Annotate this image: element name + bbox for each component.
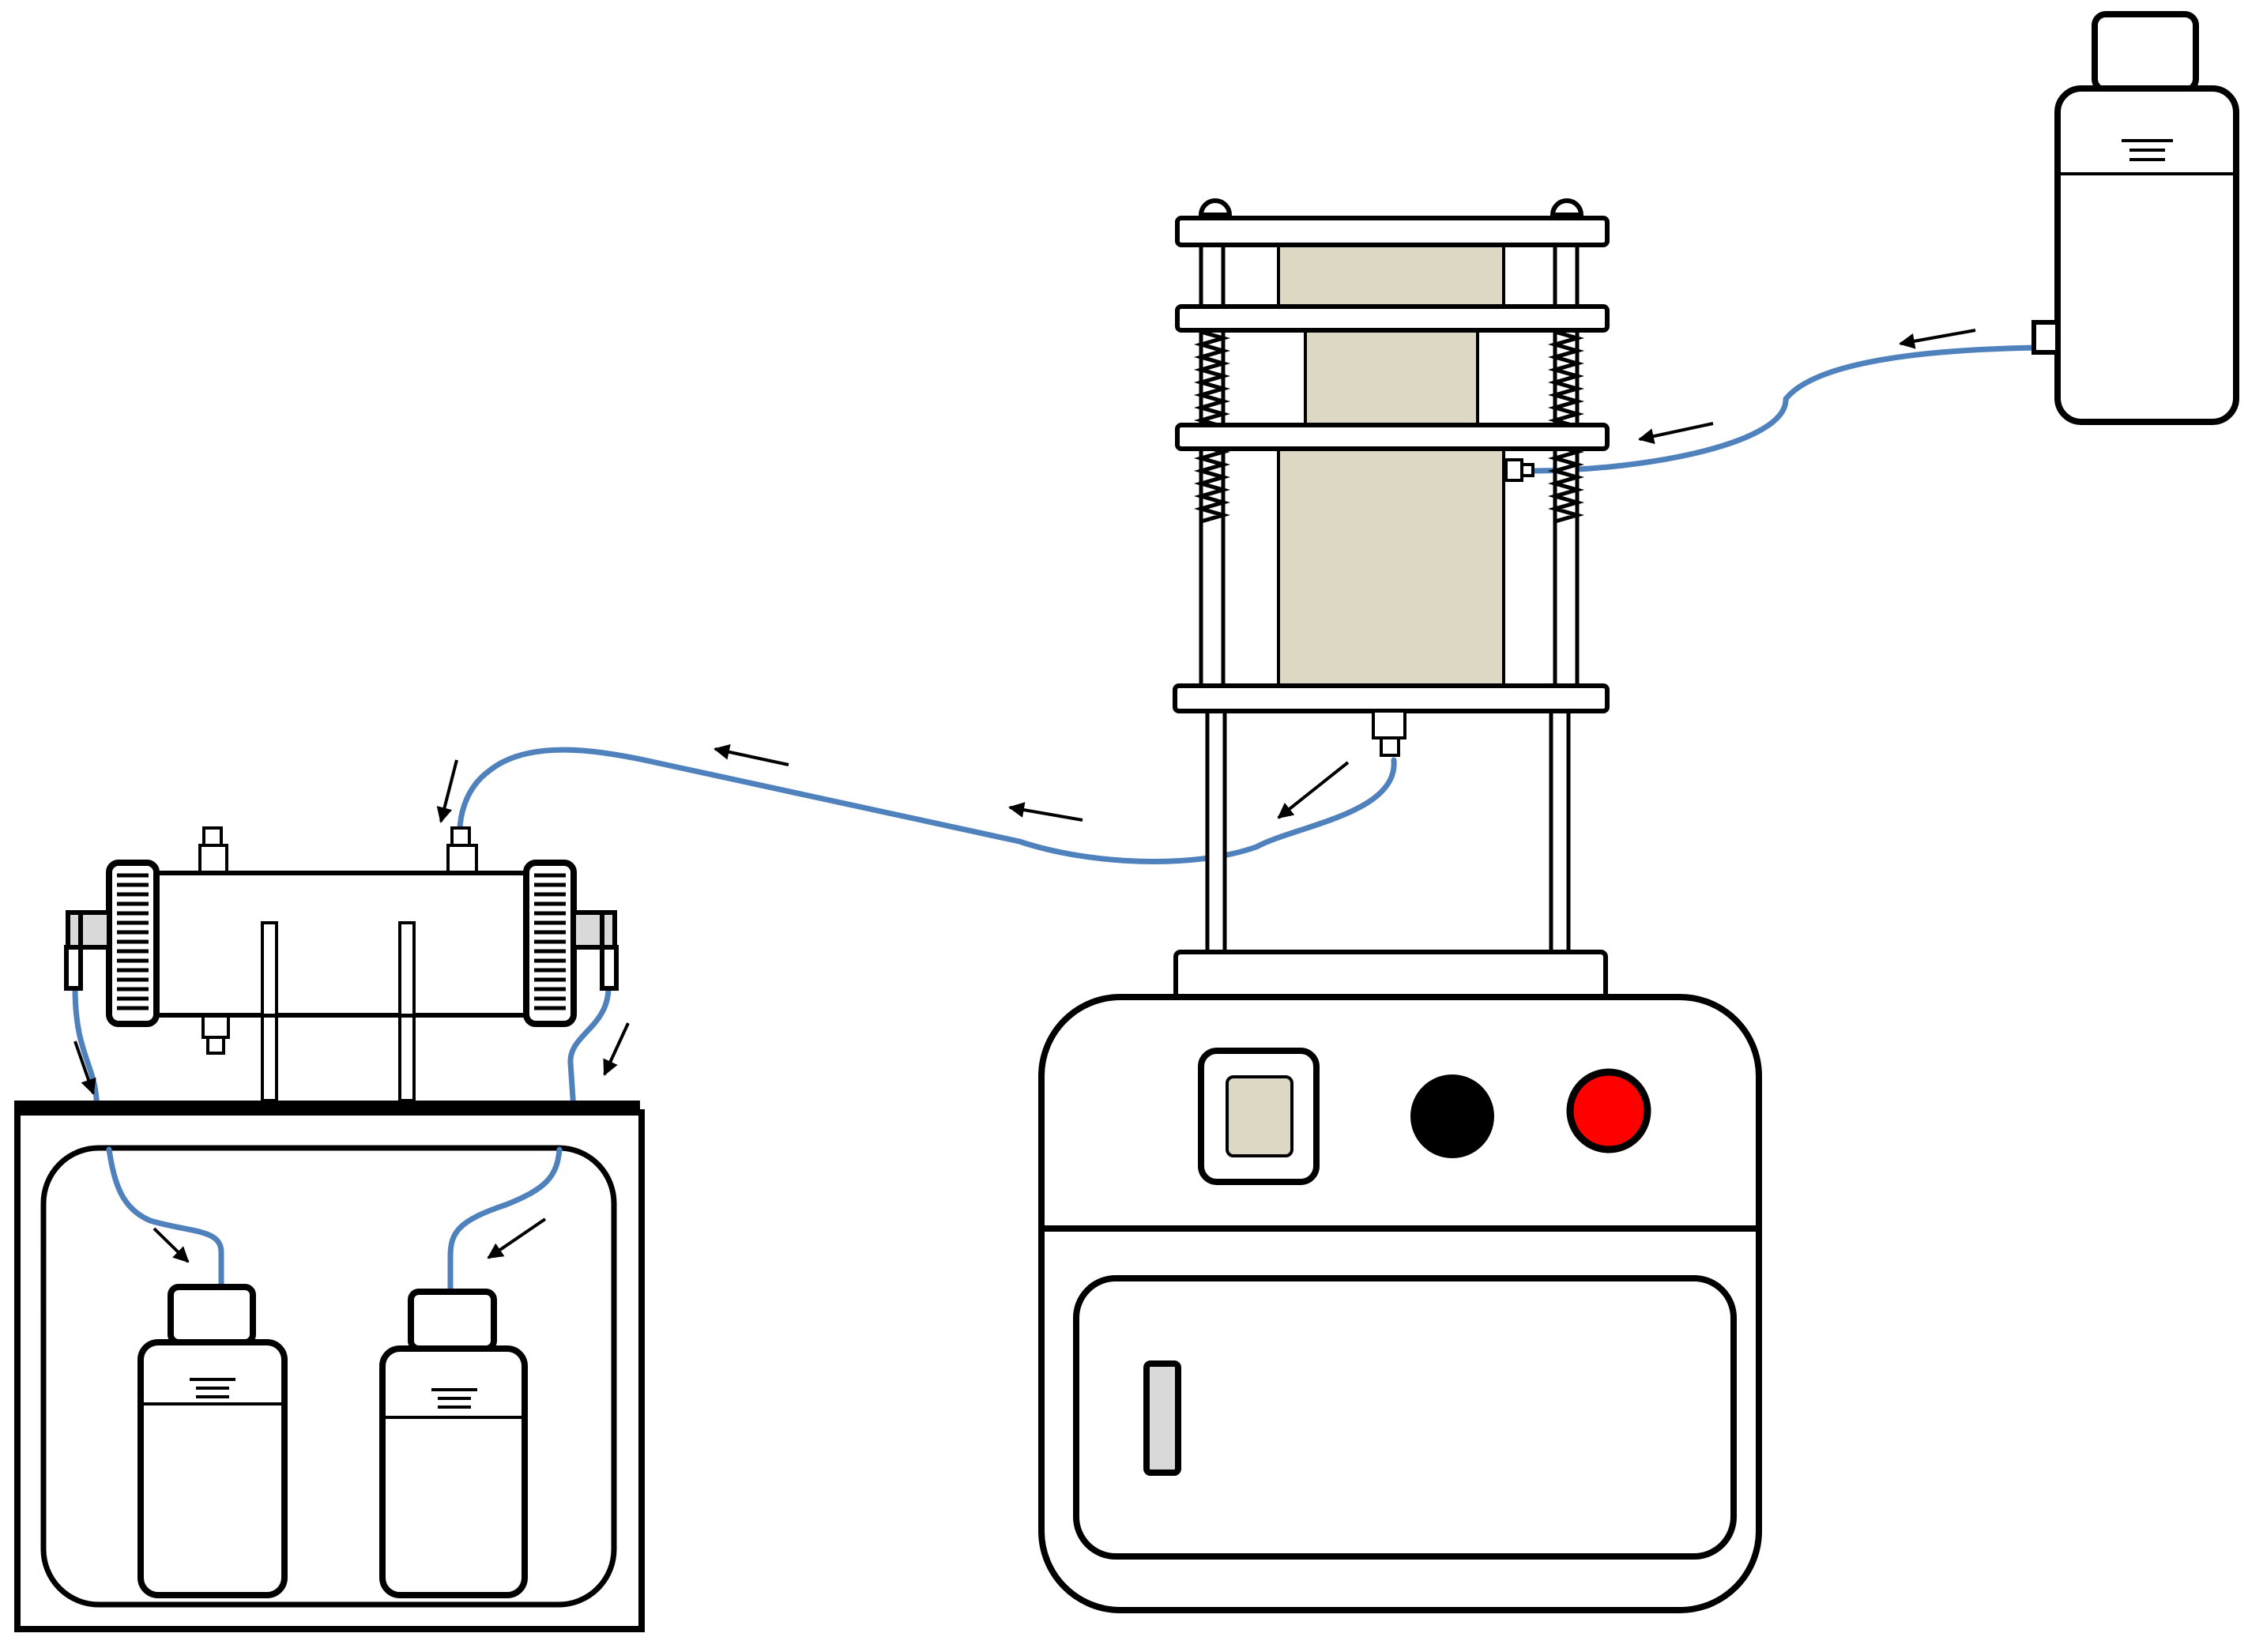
flow-arrow: [1277, 761, 1350, 819]
bottle-body: [379, 1345, 528, 1598]
plate-4: [1173, 683, 1610, 713]
sample-block-main: [1277, 447, 1505, 687]
tie-rod-right-lower: [1549, 705, 1571, 962]
plate-2: [1175, 304, 1610, 333]
flow-arrow: [153, 1227, 190, 1263]
pump-door: [1073, 1275, 1737, 1560]
bottle-label-icon: [190, 1378, 235, 1398]
cell-inlet-fitting: [1504, 458, 1534, 482]
filter-body: [154, 871, 529, 1018]
filter-fitting-bottom-left: [201, 1014, 230, 1055]
pump-display-screen: [1226, 1075, 1293, 1157]
bottle-body: [2054, 85, 2239, 425]
flow-arrow: [603, 1022, 630, 1076]
filter-fitting-top-left: [198, 826, 228, 875]
knob-right: [1550, 198, 1584, 217]
pump-door-handle: [1143, 1360, 1181, 1476]
filter-end-cap-right: [523, 860, 577, 1027]
bench-inner-enclosure: [40, 1145, 617, 1608]
collection-bench: [14, 921, 645, 1632]
filter-housing: [64, 826, 619, 1055]
knob-left: [1198, 198, 1233, 217]
flow-arrow: [1008, 802, 1083, 822]
flow-arrow: [487, 1217, 547, 1259]
sample-block-top: [1277, 243, 1505, 308]
flow-arrow: [436, 759, 458, 823]
plate-1: [1175, 216, 1610, 247]
tube-reservoir-to-cell: [1530, 344, 2044, 474]
pump-base-plate: [1173, 950, 1608, 1000]
flow-arrow: [73, 1040, 96, 1095]
flow-arrow: [1899, 329, 1976, 349]
bottle-outlet-port: [2031, 320, 2060, 355]
bottle-cap: [168, 1284, 256, 1345]
collection-bottle-right: [379, 1289, 528, 1598]
cell-outlet-fitting: [1372, 709, 1406, 757]
bottle-label-icon: [431, 1388, 477, 1409]
tie-rod-left-lower: [1205, 705, 1227, 962]
filter-clamp-left: [64, 910, 111, 991]
flow-arrow: [714, 744, 789, 766]
plate-3: [1175, 423, 1610, 451]
tube-cell-to-filter: [457, 747, 1397, 864]
reservoir-bottle: [2031, 11, 2239, 425]
bottle-cap: [408, 1289, 497, 1352]
bottle-cap: [2092, 11, 2199, 93]
bench-top: [14, 1101, 640, 1110]
flow-arrows: [73, 329, 1976, 1263]
tubing-inner: [106, 1146, 563, 1295]
filter-fitting-top-right: [446, 826, 478, 875]
pressure-cell: [1173, 198, 1610, 962]
bottle-label-icon: [2122, 139, 2173, 161]
pump-red-button: [1566, 1068, 1651, 1153]
filter-end-cap-left: [106, 860, 160, 1027]
pump-black-button: [1410, 1074, 1494, 1158]
collection-bottle-left: [137, 1284, 288, 1598]
pump-unit: [1038, 950, 1762, 1613]
sample-block-middle: [1304, 329, 1479, 427]
flow-arrow: [1638, 422, 1714, 444]
filter-clamp-right: [571, 910, 619, 991]
